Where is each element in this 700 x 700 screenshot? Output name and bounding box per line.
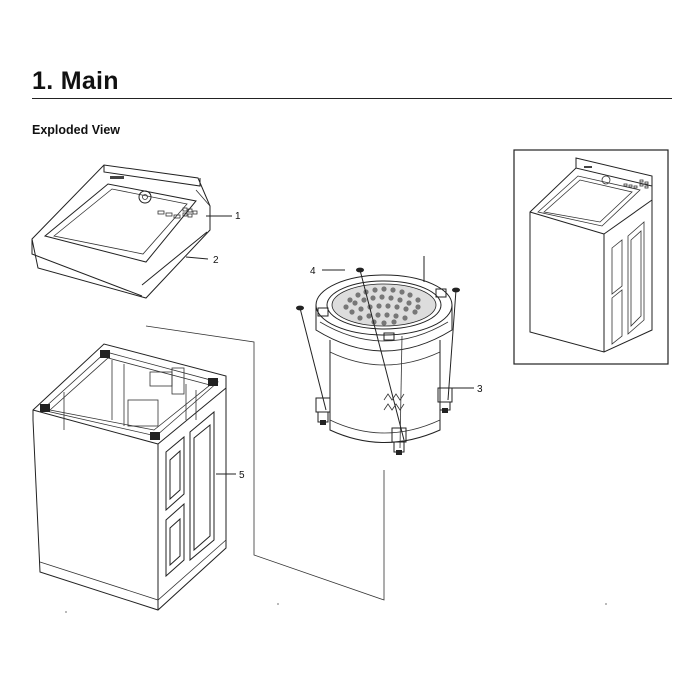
callout-4: 4 <box>310 266 316 277</box>
section-subtitle: Exploded View <box>32 123 120 137</box>
callout-3: 3 <box>477 384 483 395</box>
assembly-guide-line <box>145 325 385 601</box>
callout-2-leader <box>185 256 209 260</box>
callout-5: 5 <box>239 470 245 481</box>
top-cover-assembly <box>31 164 211 299</box>
title-underline <box>32 98 672 99</box>
cabinet-assembly <box>32 343 227 611</box>
assembled-washer-inset <box>513 149 669 365</box>
callout-1: 1 <box>235 211 241 222</box>
page-title: 1. Main <box>32 67 119 95</box>
tub-and-drum-assembly <box>296 267 460 455</box>
callout-2: 2 <box>213 255 219 266</box>
